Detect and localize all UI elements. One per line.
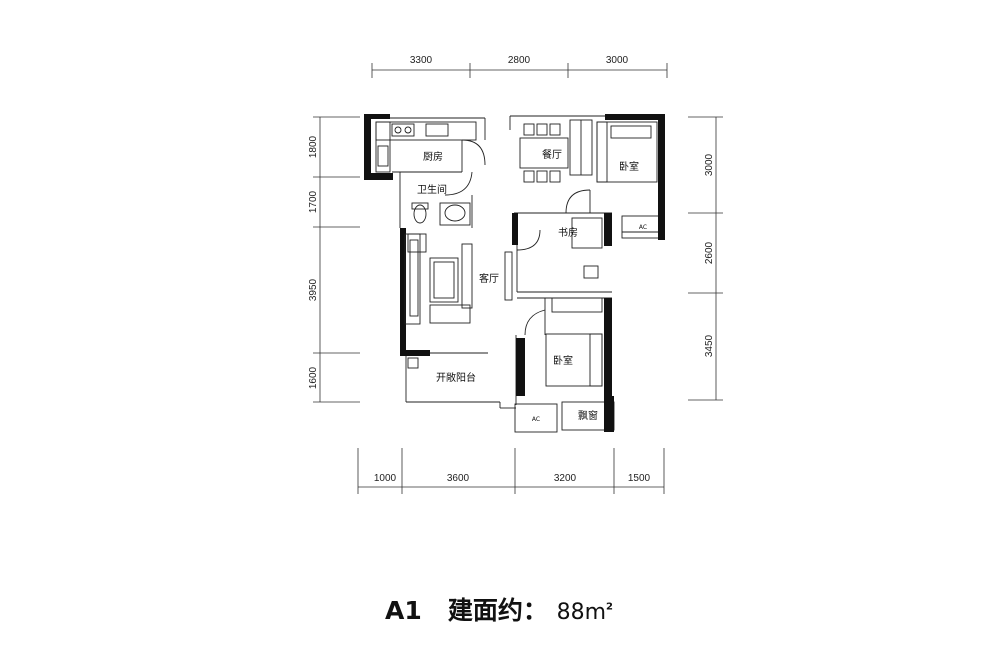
right-dimension-line: 3000 2600 3450 xyxy=(688,116,723,401)
area-unit-superscript: 2 xyxy=(606,601,614,613)
doors xyxy=(444,139,591,336)
dim-left-3: 3950 xyxy=(308,278,319,301)
top-dimension-line: 3300 2800 3000 xyxy=(371,55,668,78)
dim-left-1: 1800 xyxy=(308,135,319,158)
room-label-study: 书房 xyxy=(558,226,578,239)
dim-left-4: 1600 xyxy=(308,366,319,389)
dim-left-2: 1700 xyxy=(308,190,319,213)
dim-top-3: 3000 xyxy=(606,55,629,66)
room-label-kitchen: 厨房 xyxy=(423,150,443,163)
room-label-bay-window: 飘窗 xyxy=(578,409,598,422)
dim-bottom-2: 3600 xyxy=(447,473,470,484)
room-label-dining: 餐厅 xyxy=(542,148,562,161)
room-label-living: 客厅 xyxy=(479,272,499,285)
left-dimension-line: 1800 1700 3950 1600 xyxy=(308,116,360,403)
dim-bottom-4: 1500 xyxy=(628,473,651,484)
dim-right-3: 3450 xyxy=(704,334,715,357)
ac-label-second: AC xyxy=(532,416,540,423)
ac-label-master: AC xyxy=(639,224,647,231)
dim-top-1: 3300 xyxy=(410,55,433,66)
area-unit: m xyxy=(584,600,607,625)
room-label-second-bedroom: 卧室 xyxy=(553,354,573,367)
walls xyxy=(364,114,665,432)
dim-top-2: 2800 xyxy=(508,55,531,66)
model-label: A1 xyxy=(384,596,422,625)
dim-right-1: 3000 xyxy=(704,153,715,176)
plan-caption: A1 建面约： 88m2 xyxy=(0,591,998,627)
room-label-master-bedroom: 卧室 xyxy=(619,160,639,173)
dim-right-2: 2600 xyxy=(704,241,715,264)
furniture xyxy=(377,119,658,387)
bottom-dimension-line: 1000 3600 3200 1500 xyxy=(357,448,665,494)
area-label: 建面约： xyxy=(447,596,548,625)
room-label-balcony: 开敞阳台 xyxy=(436,371,476,384)
room-label-bathroom: 卫生间 xyxy=(417,183,447,196)
area-value: 88 xyxy=(556,600,585,625)
dim-bottom-3: 3200 xyxy=(554,473,577,484)
dim-bottom-1: 1000 xyxy=(374,473,397,484)
